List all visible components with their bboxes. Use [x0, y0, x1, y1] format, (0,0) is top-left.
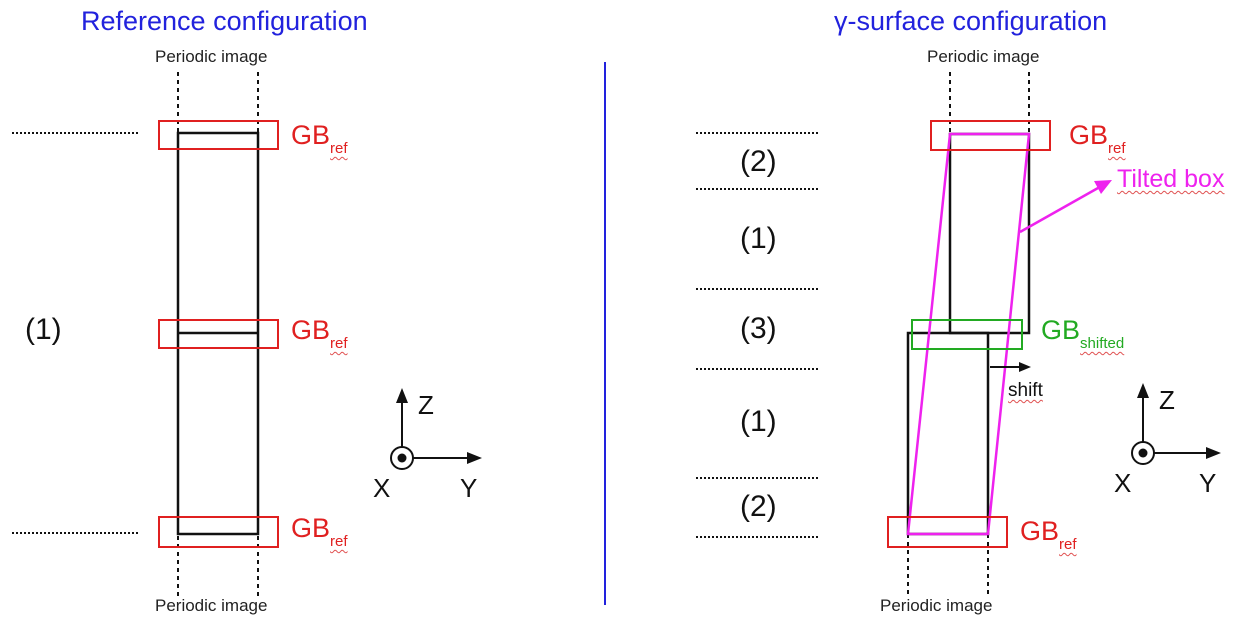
- right-x-axis-dot: [1138, 448, 1148, 458]
- left-z-arrowhead: [396, 388, 408, 403]
- right-y-arrowhead: [1206, 447, 1221, 459]
- right-axis-z-label: Z: [1159, 385, 1175, 415]
- tilted-box-label: Tilted box: [1117, 165, 1225, 193]
- right-region-label-2: (1): [740, 222, 777, 255]
- right-periodic-label-top: Periodic image: [927, 47, 1040, 66]
- right-region-label-5: (2): [740, 490, 777, 523]
- left-y-arrowhead: [467, 452, 482, 464]
- shift-arrowhead: [1019, 362, 1031, 372]
- right-region-label-4: (1): [740, 405, 777, 438]
- left-x-axis-dot: [397, 453, 407, 463]
- left-periodic-label-bottom: Periodic image: [155, 596, 268, 615]
- left-gb-box-top: [158, 120, 279, 150]
- left-region-label: (1): [25, 313, 62, 346]
- left-gb-box-bottom: [158, 516, 279, 548]
- left-gb-label-top: GBref: [291, 120, 348, 157]
- left-axis-x-label: X: [373, 473, 391, 503]
- left-title: Reference configuration: [81, 6, 368, 36]
- right-gb-box-bottom: [887, 516, 1008, 548]
- shift-label: shift: [1008, 380, 1043, 401]
- right-gb-label-top: GBref: [1069, 120, 1126, 157]
- right-gb-label-shifted: GBshifted: [1041, 315, 1125, 352]
- right-region-label-3: (3): [740, 312, 777, 345]
- tilted-box-arrow: [1019, 186, 1099, 234]
- right-gb-box-top: [930, 120, 1051, 151]
- right-axis-x-label: X: [1114, 468, 1132, 498]
- right-periodic-label-bottom: Periodic image: [880, 596, 993, 615]
- right-lower-box: [906, 331, 990, 536]
- right-tilted-box: [906, 132, 1031, 536]
- left-gb-box-mid: [158, 319, 279, 349]
- left-axis-y-label: Y: [460, 473, 478, 503]
- right-title: γ-surface configuration: [834, 6, 1108, 36]
- right-gb-label-bottom: GBref: [1020, 516, 1077, 553]
- right-gb-box-shifted: [911, 319, 1023, 350]
- left-gb-label-mid: GBref: [291, 315, 348, 352]
- right-upper-box: [948, 132, 1031, 335]
- left-gb-label-bottom: GBref: [291, 513, 348, 550]
- right-z-arrowhead: [1137, 383, 1149, 398]
- left-axis-z-label: Z: [418, 390, 434, 420]
- right-axis-y-label: Y: [1199, 468, 1217, 498]
- right-region-label-1: (2): [740, 145, 777, 178]
- left-periodic-label-top: Periodic image: [155, 47, 268, 66]
- tilted-box-arrowhead: [1094, 180, 1112, 194]
